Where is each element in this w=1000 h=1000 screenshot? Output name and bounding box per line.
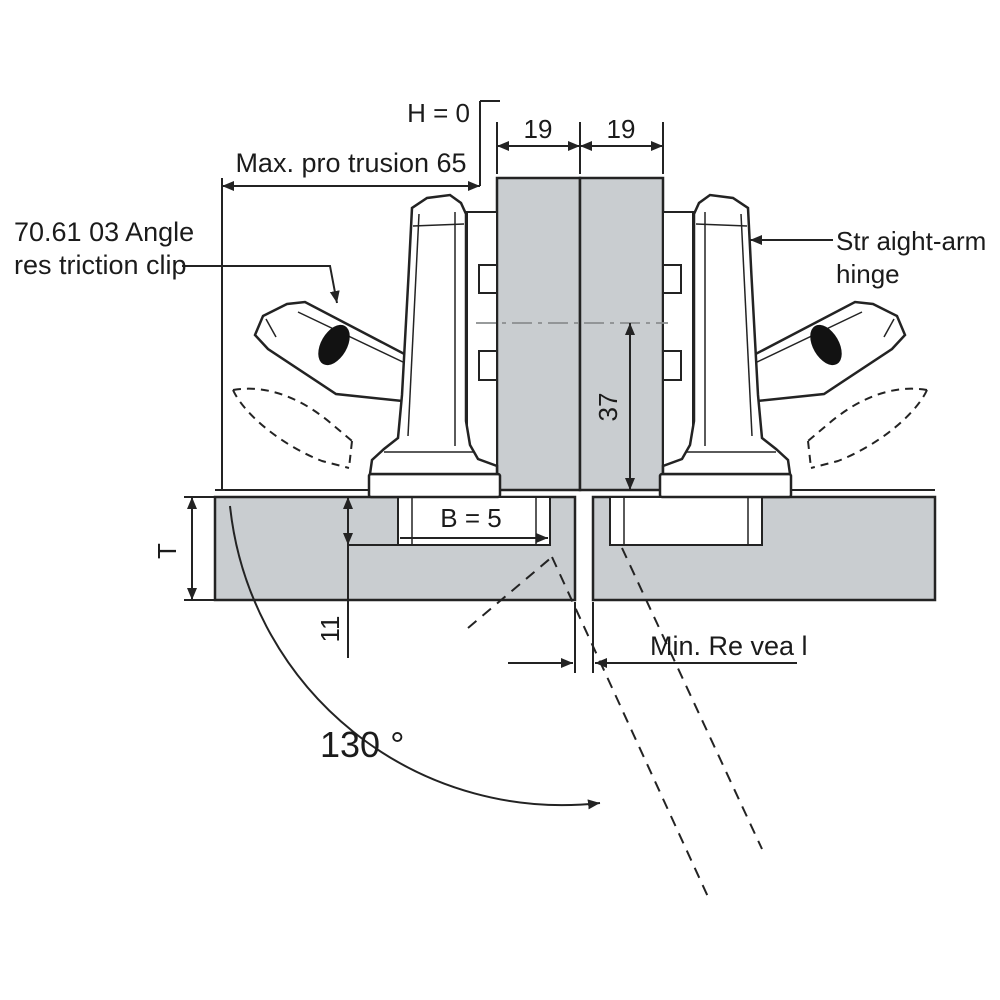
dimension-panel-thickness: 19 19: [496, 114, 664, 174]
callout-angle-restriction-clip: 70.61 03 Angle res triction clip: [14, 217, 340, 304]
label-hinge-line2: hinge: [836, 259, 900, 289]
label-19-left: 19: [524, 114, 553, 144]
opened-door-dashed-outline: [467, 547, 763, 900]
dimension-h-zero: H = 0: [407, 98, 500, 186]
label-19-right: 19: [607, 114, 636, 144]
door-panel-right: [578, 176, 665, 492]
dimension-37: 37: [593, 323, 635, 490]
dimension-b5: B = 5: [400, 503, 548, 543]
cabinet-bottom-panels: [213, 489, 937, 602]
dimension-max-protrusion: Max. pro trusion 65: [221, 148, 480, 490]
label-37: 37: [593, 393, 623, 422]
label-min-reveal: Min. Re vea l: [650, 631, 808, 661]
label-h-zero: H = 0: [407, 98, 470, 128]
label-b5: B = 5: [440, 503, 501, 533]
door-panels: [495, 176, 665, 492]
restriction-lever-dashed: [232, 387, 353, 469]
label-max-protrusion: Max. pro trusion 65: [235, 148, 466, 178]
hinge-left: [232, 193, 551, 546]
hinge-arm: [368, 193, 499, 476]
label-t: T: [152, 543, 182, 559]
hinge-mount-strip: [466, 211, 498, 477]
dimension-opening-angle: 130 °: [229, 505, 601, 810]
adjustment-slot-upper: [478, 264, 498, 294]
label-hinge-line1: Str aight-arm: [836, 226, 986, 256]
label-opening-angle: 130 °: [320, 724, 404, 765]
door-panel-left: [495, 176, 582, 492]
dimension-t: T: [152, 496, 217, 601]
angle-restriction-clip: [318, 324, 350, 366]
hinge-base-plate: [367, 472, 502, 499]
label-clip-line2: res triction clip: [14, 250, 187, 280]
callout-straight-arm-hinge: Str aight-arm hinge: [750, 226, 986, 289]
label-clip-line1: 70.61 03 Angle: [14, 217, 194, 247]
dimension-min-reveal: Min. Re vea l: [508, 602, 808, 673]
label-11: 11: [315, 616, 345, 643]
dimension-11: 11: [315, 497, 400, 658]
adjustment-slot-lower: [478, 350, 498, 381]
